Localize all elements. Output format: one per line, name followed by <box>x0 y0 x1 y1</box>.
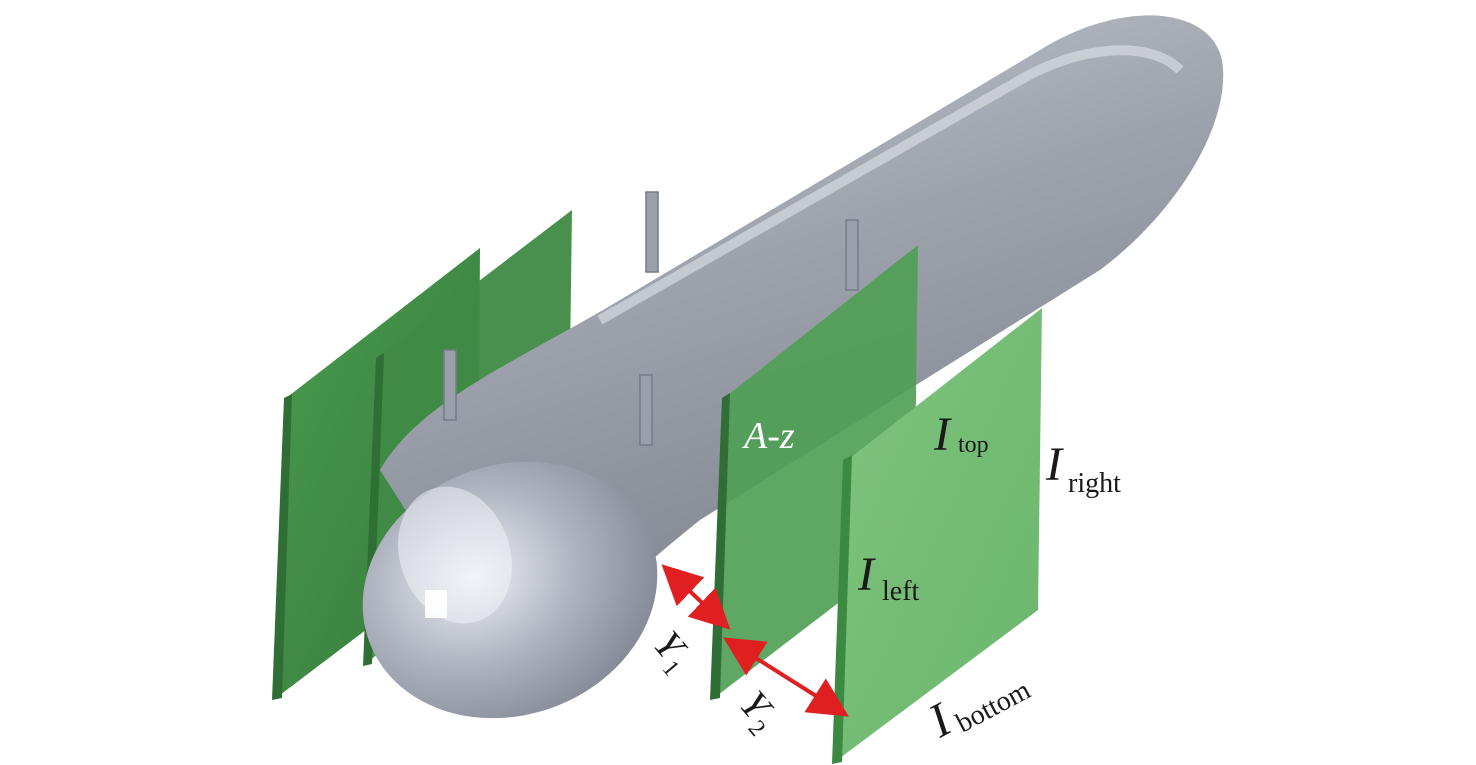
i-left-label: I left <box>857 548 920 607</box>
y1-label: Y 1 <box>645 622 696 682</box>
az-label: A-z <box>741 415 795 457</box>
svg-text:I: I <box>857 548 876 601</box>
y1-arrow <box>661 564 731 630</box>
i-top-label: I top <box>933 408 989 461</box>
svg-text:I: I <box>1045 438 1064 491</box>
mount-posts <box>443 191 859 446</box>
svg-text:left: left <box>882 576 920 607</box>
y2-arrow <box>723 637 849 717</box>
svg-text:top: top <box>958 432 989 458</box>
svg-text:bottom: bottom <box>951 674 1036 739</box>
y2-label: Y 2 <box>731 682 782 742</box>
svg-text:right: right <box>1068 468 1121 499</box>
i-right-label: I right <box>1045 438 1121 499</box>
svg-text:I: I <box>933 408 952 461</box>
